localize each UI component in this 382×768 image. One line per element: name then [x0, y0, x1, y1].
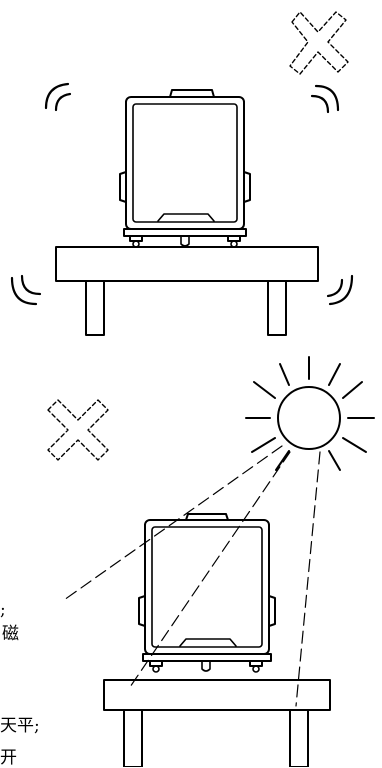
table-icon — [103, 679, 331, 767]
bottom-scene — [47, 356, 375, 767]
balance-icon — [138, 513, 276, 673]
vibration-arc-icon — [10, 274, 42, 306]
vibration-arc-icon — [310, 84, 340, 114]
vibration-arc-icon — [44, 82, 72, 112]
top-scene — [10, 11, 354, 336]
vibration-arc-icon — [326, 274, 354, 306]
sun-icon — [245, 356, 375, 471]
caption-fragment-4: 开 — [0, 748, 17, 768]
sunlight-ray — [63, 445, 321, 707]
cross-mark-icon — [289, 11, 349, 75]
balance-icon — [119, 89, 251, 248]
table-icon — [55, 246, 319, 336]
caption-fragment-2: 磁 — [2, 624, 19, 644]
caption-fragment-1: ; — [0, 600, 6, 620]
caption-fragment-3: 天平; — [0, 716, 40, 736]
cross-mark-icon — [47, 399, 109, 461]
